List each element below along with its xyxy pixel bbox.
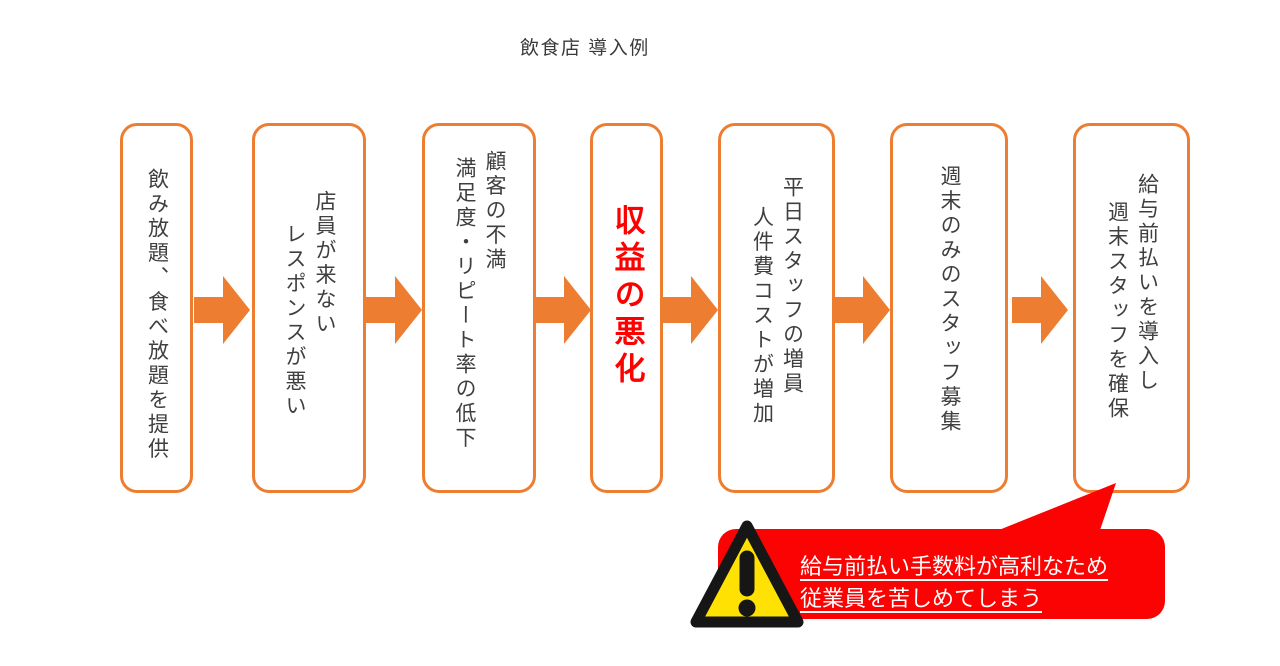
flow-box-4-emphasis: 収益の悪化 [590,123,663,493]
flow-box-2-text-line-2: レスポンスが悪い [283,223,306,419]
flow-arrow-icon-1 [194,276,250,344]
page-title: 飲食店 導入例 [520,38,650,59]
callout-tail-pointer [984,483,1116,536]
flow-box-3-text-line-1: 顧客の不満 [483,150,506,273]
flow-box-3: 顧客の不満 満足度・リピート率の低下 [422,123,536,493]
flow-arrow-icon-4 [662,276,718,344]
flow-arrow-icon-5 [834,276,890,344]
flow-box-2: 店員が来ない レスポンスが悪い [252,123,366,493]
flow-arrow-icon-2 [366,276,422,344]
flow-box-6: 週末のみのスタッフ募集 [890,123,1008,493]
flow-box-7: 給与前払いを導入し 週末スタッフを確保 [1073,123,1190,493]
flow-box-7-text-line-2: 週末スタッフを確保 [1105,201,1129,422]
flow-box-2-text-line-1: 店員が来ない [313,190,336,337]
flow-box-1-text: 飲み放題、食べ放題を提供 [145,168,169,462]
flow-arrow-icon-3 [535,276,591,344]
flow-box-1: 飲み放題、食べ放題を提供 [120,123,193,493]
flow-box-3-text-line-2: 満足度・リピート率の低下 [453,157,476,451]
flow-box-5-text-line-1: 平日スタッフの増員 [780,176,804,397]
warning-triangle-icon [690,520,804,628]
flow-box-7-text-line-1: 給与前払いを導入し [1135,173,1159,394]
flow-box-5-text-line-2: 人件費コストが増加 [750,206,774,427]
warning-callout-line-1: 給与前払い手数料が高利なため [800,554,1109,579]
flow-box-6-text: 週末のみのスタッフ募集 [938,165,961,435]
flow-arrow-icon-6 [1012,276,1068,344]
warning-callout-text: 給与前払い手数料が高利なため 従業員を苦しめてしまう [800,551,1108,615]
warning-callout-line-2: 従業員を苦しめてしまう [800,586,1043,611]
flow-box-4-text: 収益の悪化 [609,204,645,389]
flow-box-5: 平日スタッフの増員 人件費コストが増加 [718,123,835,493]
